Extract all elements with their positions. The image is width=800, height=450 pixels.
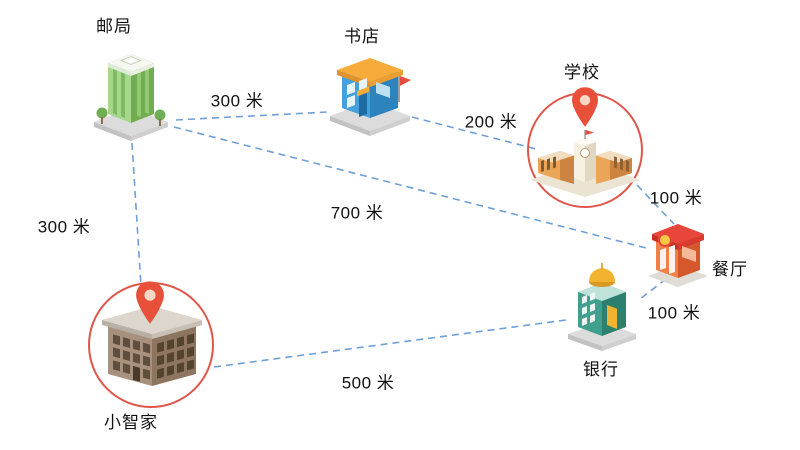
distance-label-post-office-home: 300 米 [37,217,91,237]
distance-label-restaurant-bank: 100 米 [647,303,701,323]
bank-label: 银行 [583,360,619,379]
bookstore-building-icon [330,58,411,136]
home-label: 小智家 [104,413,158,432]
edge-school-restaurant [636,184,675,225]
distance-label-post-office-restaurant: 700 米 [330,203,384,223]
bookstore-building [326,40,414,136]
home-pin-icon [134,280,166,325]
edge-post-office-bookstore [175,111,328,121]
restaurant-building-icon [648,224,708,287]
distance-label-school-restaurant: 100 米 [649,188,703,208]
distance-label-bookstore-school: 200 米 [464,112,518,132]
school-building-icon [530,130,640,197]
distance-label-home-bank: 500 米 [341,373,395,393]
post-office-building [90,38,172,142]
restaurant-building [646,210,710,292]
post-office-building-icon [94,54,168,141]
school-building [530,124,640,198]
edge-post-office-home [131,142,142,287]
edge-home-bank [213,319,567,368]
bookstore-label: 书店 [344,27,380,46]
school-pin-icon [570,86,600,128]
edge-post-office-restaurant [173,126,651,250]
post-office-label: 邮局 [96,17,132,36]
edge-restaurant-bank [639,278,667,300]
distance-label-post-office-bookstore: 300 米 [210,91,264,111]
restaurant-label: 餐厅 [712,260,748,279]
bank-building-icon [568,263,636,351]
edge-bookstore-school [411,116,541,151]
bank-building [566,262,638,352]
school-label: 学校 [564,63,600,82]
